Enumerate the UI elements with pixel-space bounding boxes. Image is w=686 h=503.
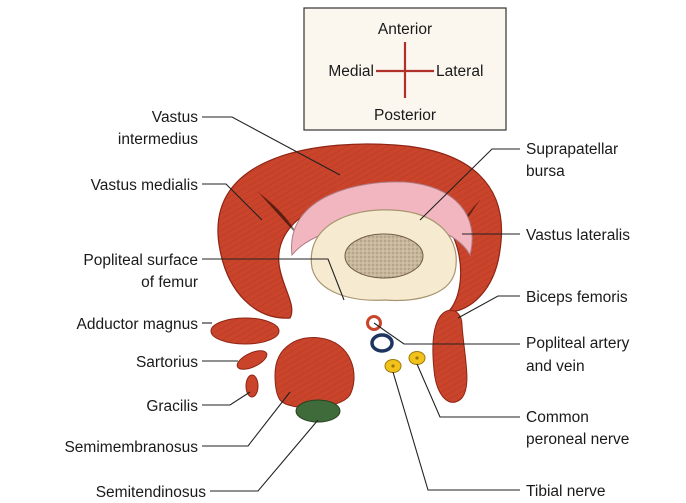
label-common-peroneal-line2: peroneal nerve: [526, 431, 629, 448]
label-anterior: Anterior: [378, 21, 432, 38]
label-biceps-femoris: Biceps femoris: [526, 289, 628, 306]
label-vastus-medialis: Vastus medialis: [91, 177, 199, 194]
semimembranosus-texture: [275, 337, 354, 407]
label-lateral: Lateral: [436, 63, 483, 80]
semitendinosus: [296, 400, 340, 422]
label-posterior: Posterior: [374, 107, 436, 124]
sartorius: [235, 347, 270, 373]
label-common-peroneal-line1: Common: [526, 409, 589, 426]
leader-common-peroneal-nerve: [417, 364, 520, 417]
leader-gracilis: [202, 392, 250, 405]
label-semimembranosus: Semimembranosus: [64, 439, 198, 456]
label-tibial-nerve: Tibial nerve: [526, 483, 606, 500]
popliteal-vein: [372, 335, 392, 351]
label-semitendinosus: Semitendinosus: [96, 484, 207, 501]
label-suprapatellar-line1: Suprapatellar: [526, 141, 618, 158]
label-vastus-lateralis: Vastus lateralis: [526, 227, 630, 244]
adductor-magnus-texture: [211, 318, 279, 344]
label-gracilis: Gracilis: [146, 398, 198, 415]
tibial-nerve-center: [391, 364, 394, 367]
label-sartorius: Sartorius: [136, 354, 198, 371]
leader-semimembranosus: [202, 392, 290, 446]
femur-marrow: [345, 234, 423, 278]
label-popliteal-vessels-line2: and vein: [526, 358, 585, 375]
common-peroneal-nerve-center: [415, 356, 418, 359]
label-suprapatellar-line2: bursa: [526, 163, 565, 180]
label-medial: Medial: [328, 63, 374, 80]
label-vastus-intermedius-line2: intermedius: [118, 131, 198, 148]
femur: [311, 210, 456, 301]
label-popliteal-vessels-line1: Popliteal artery: [526, 335, 630, 352]
label-popliteal-surface-line1: Popliteal surface: [83, 252, 198, 269]
label-vastus-intermedius-line1: Vastus: [152, 109, 198, 126]
leader-semitendinosus: [210, 420, 318, 491]
label-popliteal-surface-line2: of femur: [141, 274, 198, 291]
orientation-compass: Anterior Medial Lateral Posterior: [304, 8, 506, 130]
label-adductor-magnus: Adductor magnus: [77, 316, 199, 333]
